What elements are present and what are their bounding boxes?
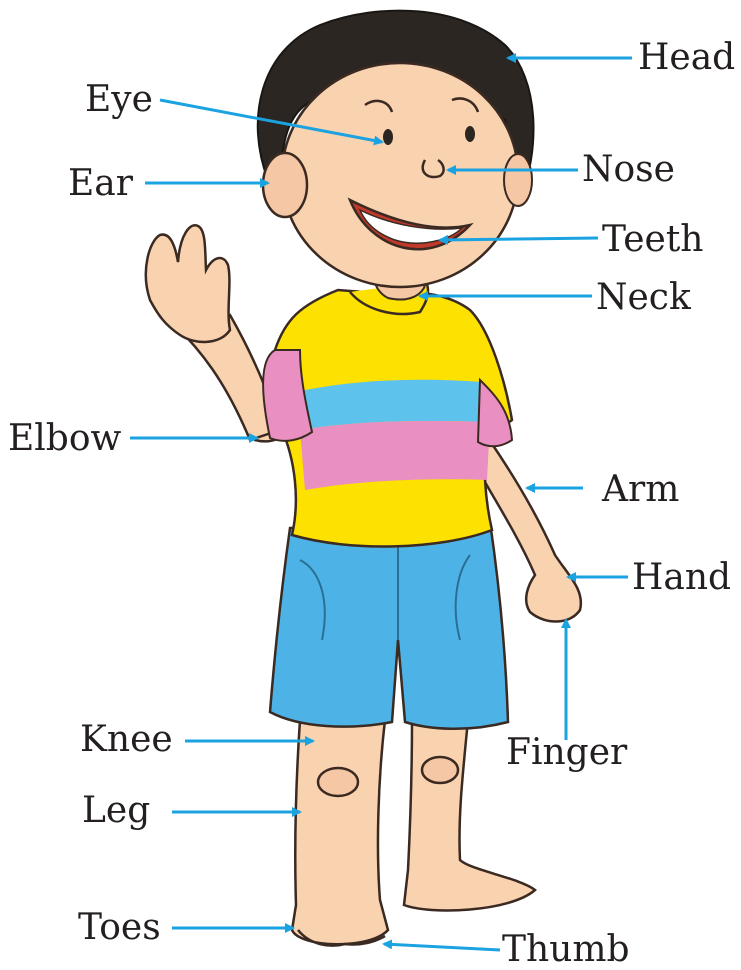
left-knee [422, 757, 458, 783]
shirt [263, 282, 512, 546]
label-neck: Neck [596, 280, 691, 316]
head [258, 11, 534, 287]
eye-left [465, 126, 475, 142]
label-nose: Nose [582, 152, 675, 188]
label-hand: Hand [632, 560, 731, 596]
label-ear: Ear [68, 166, 133, 202]
right-knee [318, 768, 358, 796]
label-eye: Eye [85, 82, 153, 118]
face [282, 63, 518, 287]
label-elbow: Elbow [8, 421, 121, 457]
label-arm: Arm [602, 472, 679, 508]
ear-shape [263, 153, 307, 217]
shorts [270, 522, 508, 729]
waving-hand [146, 225, 230, 342]
label-leg: Leg [82, 793, 150, 829]
label-thumb: Thumb [502, 932, 630, 968]
teeth-arrow [440, 238, 598, 240]
legs [292, 720, 535, 946]
right-leg [292, 720, 388, 944]
label-teeth: Teeth [602, 222, 703, 258]
label-toes: Toes [78, 910, 161, 946]
label-knee: Knee [80, 722, 173, 758]
eye-right [383, 129, 393, 145]
label-finger: Finger [506, 735, 627, 771]
label-head: Head [638, 40, 735, 76]
thumb-arrow [384, 944, 500, 950]
